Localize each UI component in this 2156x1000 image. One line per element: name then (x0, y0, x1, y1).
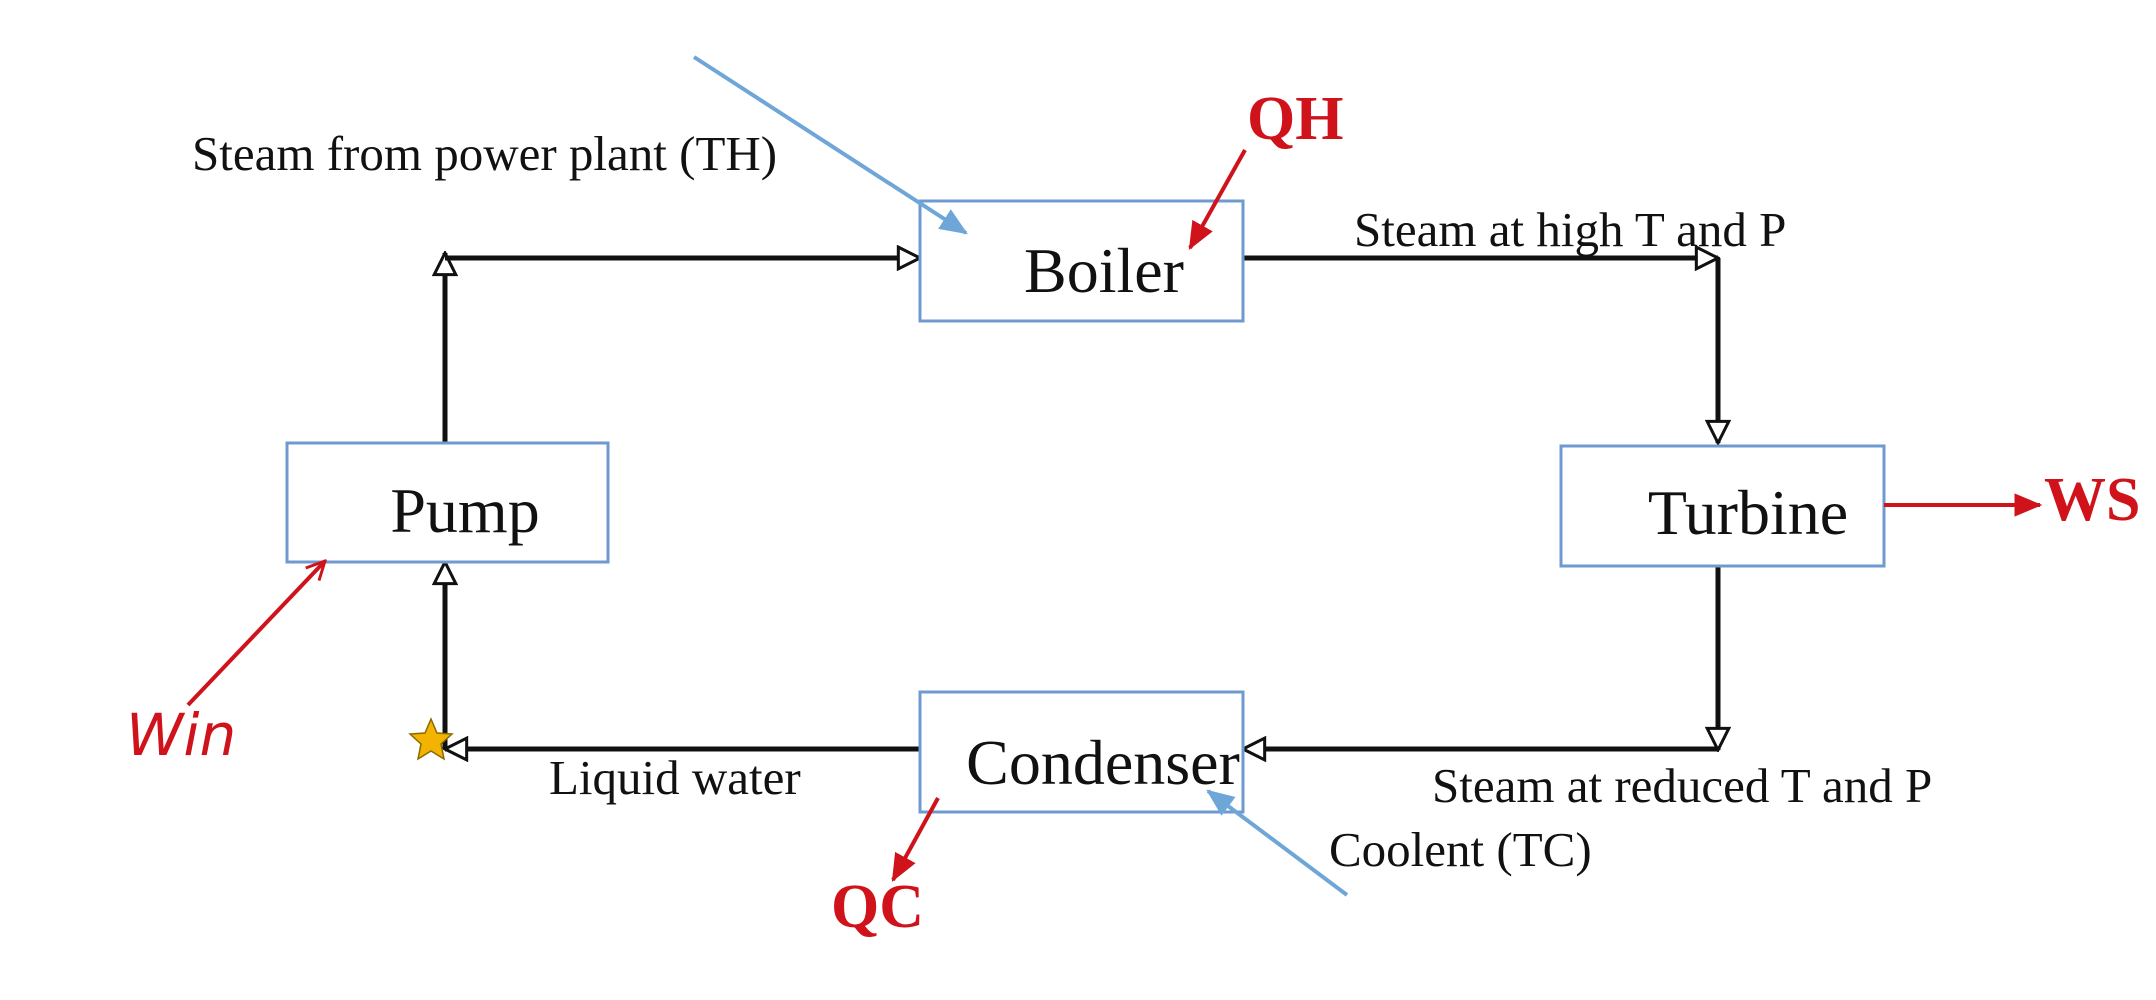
heat-in-label: QH (1247, 85, 1343, 153)
turbine-box (1559, 444, 1886, 568)
heat-out-label: QC (831, 873, 924, 941)
coolant-label: Coolent (TC) (1329, 822, 1592, 877)
liquid-water-label: Liquid water (549, 750, 801, 805)
work-in-label: Win (126, 701, 236, 769)
pump-block: Pump (285, 441, 610, 564)
condenser-box (918, 690, 1245, 814)
heat-in-arrow (1188, 149, 1247, 251)
work-out-label: WS (2044, 466, 2140, 534)
condenser-block: Condenser (918, 690, 1245, 814)
condenser-label: Condenser (966, 727, 1240, 798)
steam-supply-arrow (692, 55, 968, 235)
boiler-block: Boiler (918, 199, 1245, 323)
reduced-steam-label: Steam at reduced T and P (1432, 758, 1932, 813)
heat-out-arrow (891, 797, 940, 883)
steam-source-label: Steam from power plant (TH) (192, 126, 777, 181)
turbine-block: Turbine (1559, 444, 1886, 568)
cycle-flow-lines (445, 253, 1718, 750)
high-steam-label: Steam at high T and P (1354, 202, 1786, 257)
coolant-supply-arrow (1206, 789, 1349, 897)
pump-box (285, 441, 610, 564)
pump-label: Pump (390, 475, 539, 546)
turbine-label: Turbine (1648, 477, 1848, 548)
boiler-label: Boiler (1024, 235, 1184, 306)
state-marker-star-icon (408, 717, 454, 761)
work-in-arrow (186, 561, 325, 707)
